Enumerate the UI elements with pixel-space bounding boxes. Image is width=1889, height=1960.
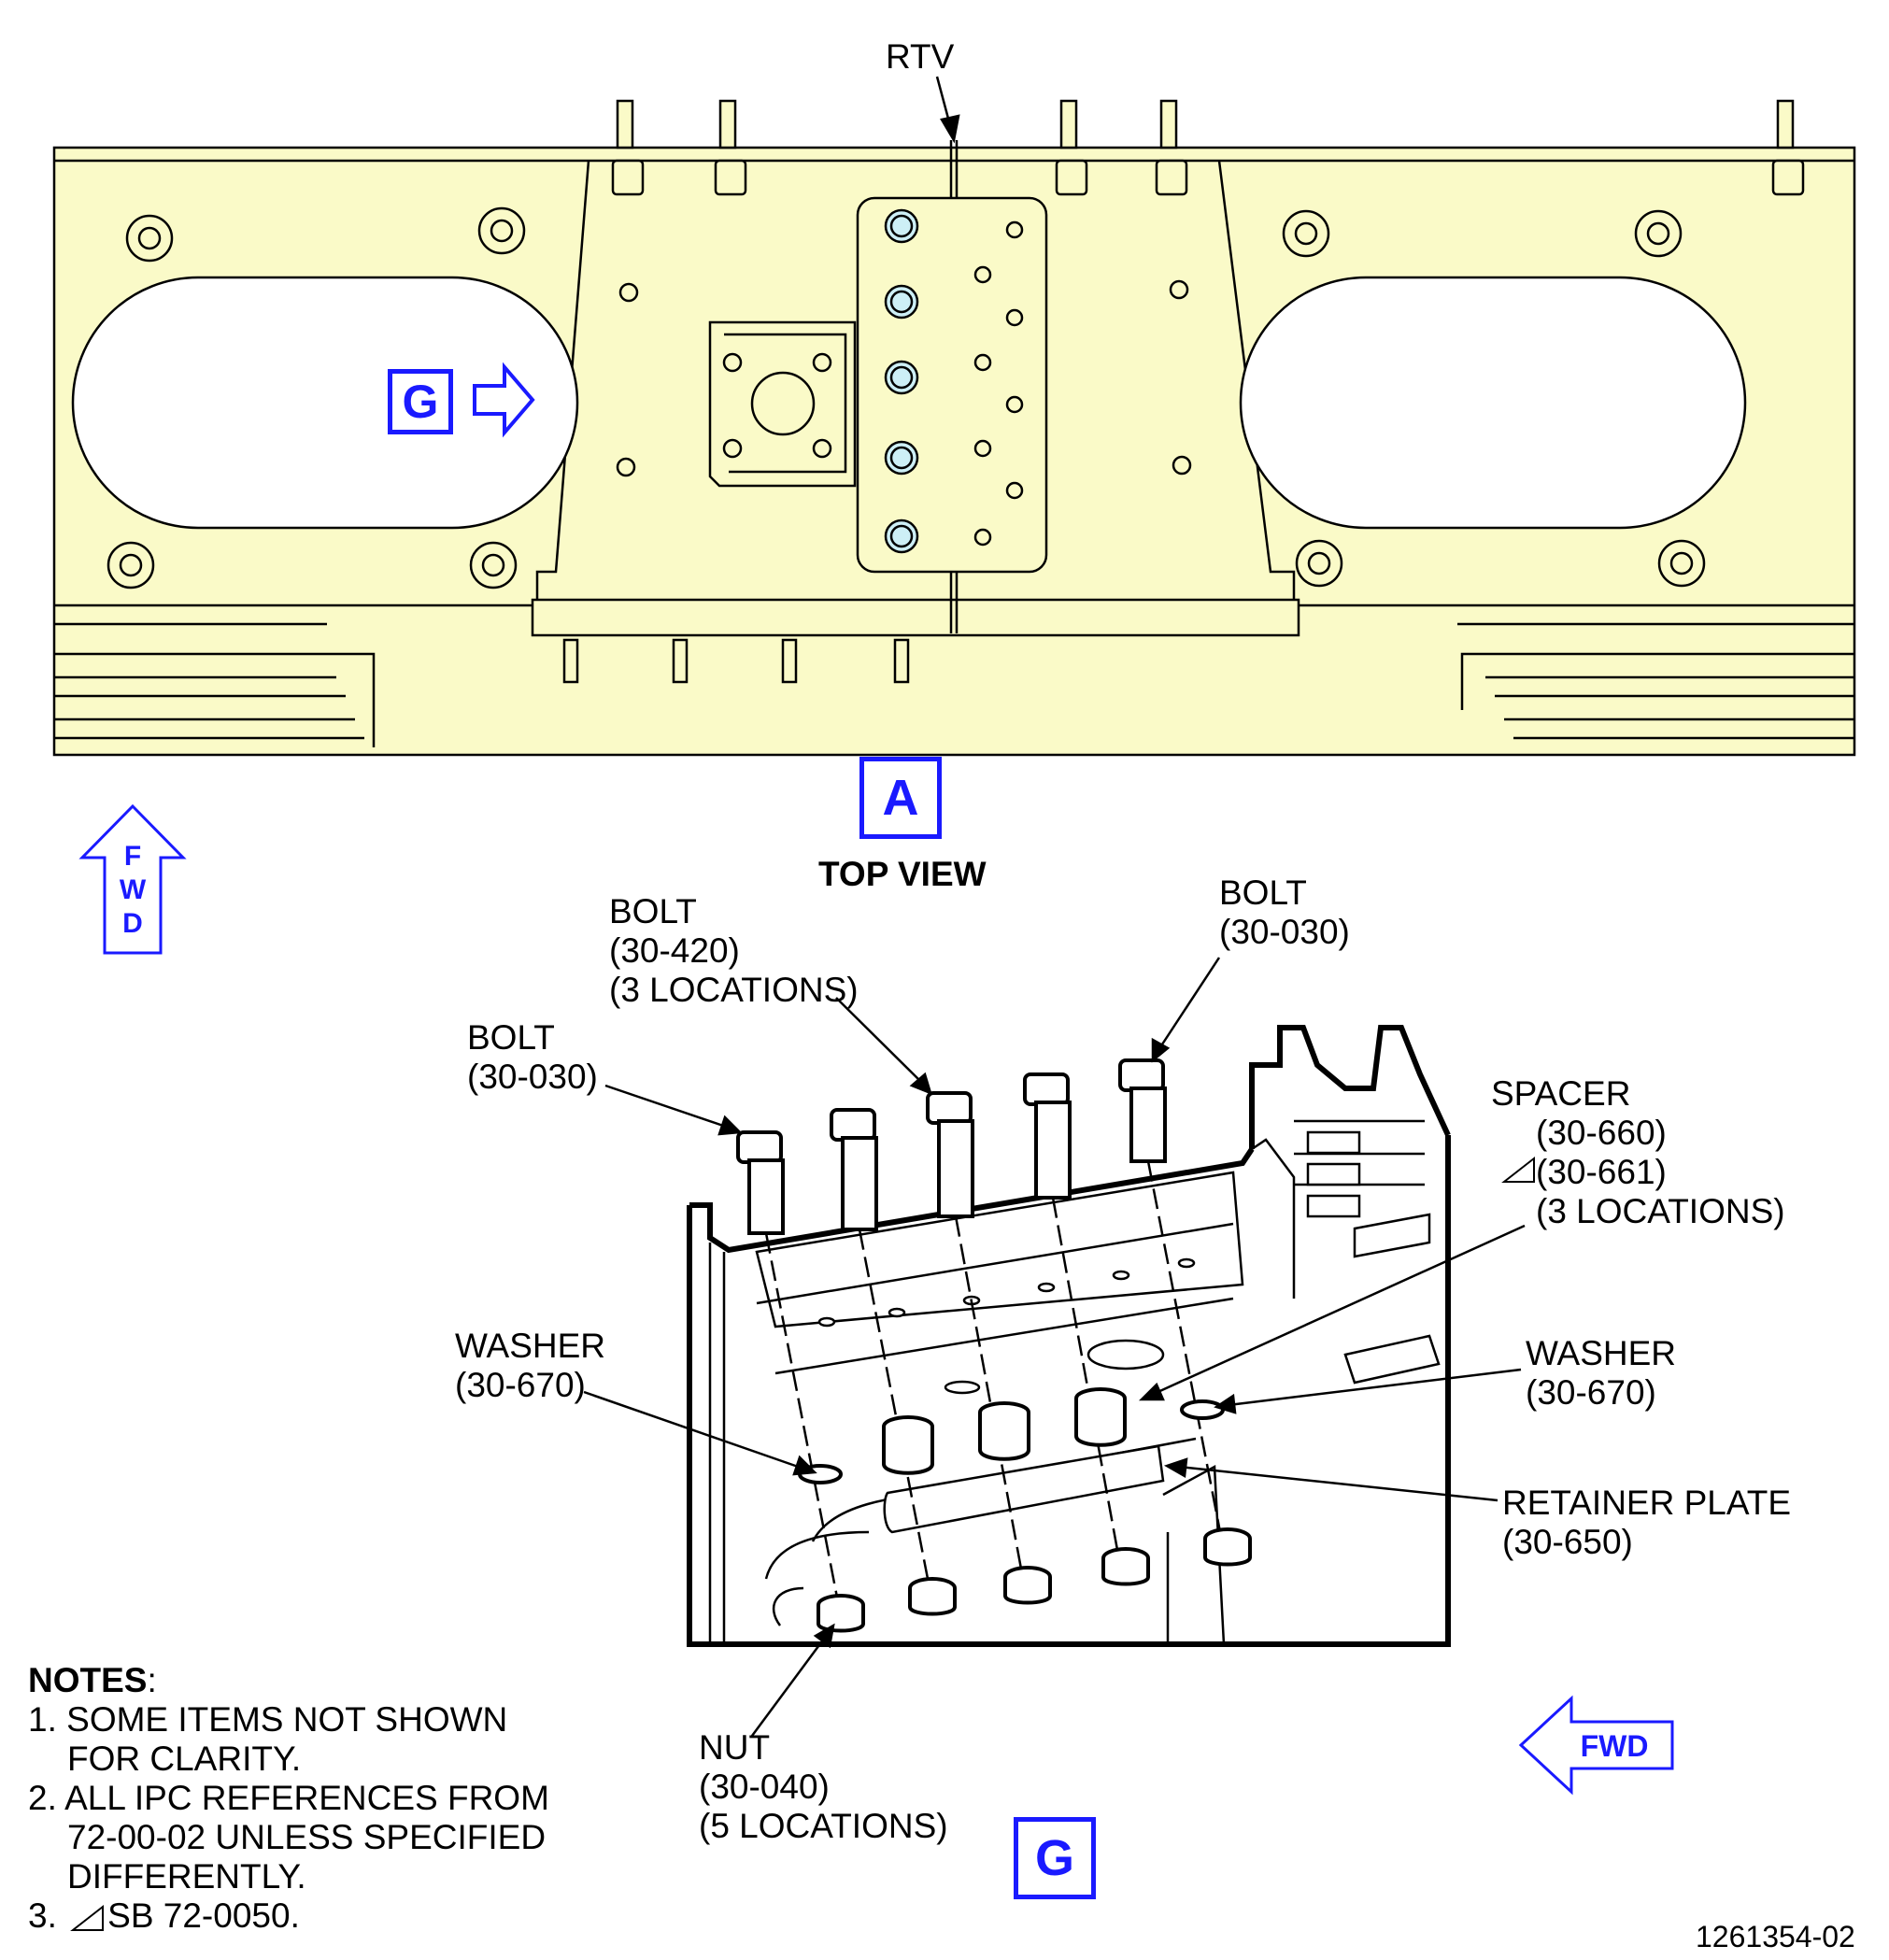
figure-id: 1261354-02 bbox=[1696, 1920, 1855, 1953]
view-g-reference-box: G bbox=[388, 369, 453, 434]
bolts bbox=[736, 1058, 1167, 1235]
top-view-drawing bbox=[52, 99, 1856, 757]
bolt-mid-callout: BOLT(30-420)(3 LOCATIONS) bbox=[609, 892, 859, 1009]
note-2: 2. ALL IPC REFERENCES FROM bbox=[28, 1779, 549, 1817]
view-g-drawing bbox=[687, 1025, 1451, 1647]
fwd-arrow-up bbox=[78, 803, 187, 955]
note-1: 1. SOME ITEMS NOT SHOWN bbox=[28, 1700, 508, 1739]
top-view-title: TOP VIEW bbox=[818, 855, 987, 893]
note-1-cont: FOR CLARITY. bbox=[67, 1740, 302, 1778]
rtv-leader bbox=[935, 76, 960, 144]
view-g-direction-arrow bbox=[473, 362, 535, 438]
fwd-left-label: FWD bbox=[1581, 1729, 1649, 1763]
retainer-plate-callout: RETAINER PLATE(30-650) bbox=[1502, 1484, 1792, 1561]
note-flag-markers bbox=[70, 1156, 1535, 1931]
fwd-up-letter-d: D bbox=[122, 908, 143, 939]
notes-block: NOTES: 1. SOME ITEMS NOT SHOWN FOR CLARI… bbox=[28, 1661, 549, 1936]
view-g-leaders bbox=[583, 957, 1526, 1737]
bolt-right-callout: BOLT(30-030) bbox=[1219, 873, 1350, 951]
notes-heading-colon: : bbox=[147, 1661, 157, 1699]
notes-heading: NOTES bbox=[28, 1661, 148, 1699]
note-2-cont-1: 72-00-02 UNLESS SPECIFIED bbox=[67, 1818, 547, 1856]
note-3: 3. SB 72-0050. bbox=[28, 1896, 300, 1935]
fwd-up-letter-f: F bbox=[124, 841, 141, 872]
bolt-left-callout: BOLT(30-030) bbox=[467, 1018, 598, 1096]
view-a-box: A bbox=[859, 757, 942, 839]
spacers bbox=[882, 1387, 1127, 1475]
view-g-box: G bbox=[1014, 1817, 1096, 1899]
spacer-callout: SPACER (30-660) (30-661) (3 LOCATIONS) bbox=[1491, 1074, 1785, 1230]
fwd-up-letter-w: W bbox=[120, 874, 147, 905]
washer-left-callout: WASHER(30-670) bbox=[455, 1327, 606, 1404]
nuts bbox=[817, 1527, 1252, 1633]
nut-callout: NUT(30-040)(5 LOCATIONS) bbox=[699, 1728, 948, 1845]
note-2-cont-2: DIFFERENTLY. bbox=[67, 1857, 306, 1896]
washer-right-callout: WASHER(30-670) bbox=[1526, 1334, 1677, 1412]
fwd-arrow-left bbox=[1518, 1695, 1674, 1796]
rtv-label: RTV bbox=[886, 37, 955, 76]
